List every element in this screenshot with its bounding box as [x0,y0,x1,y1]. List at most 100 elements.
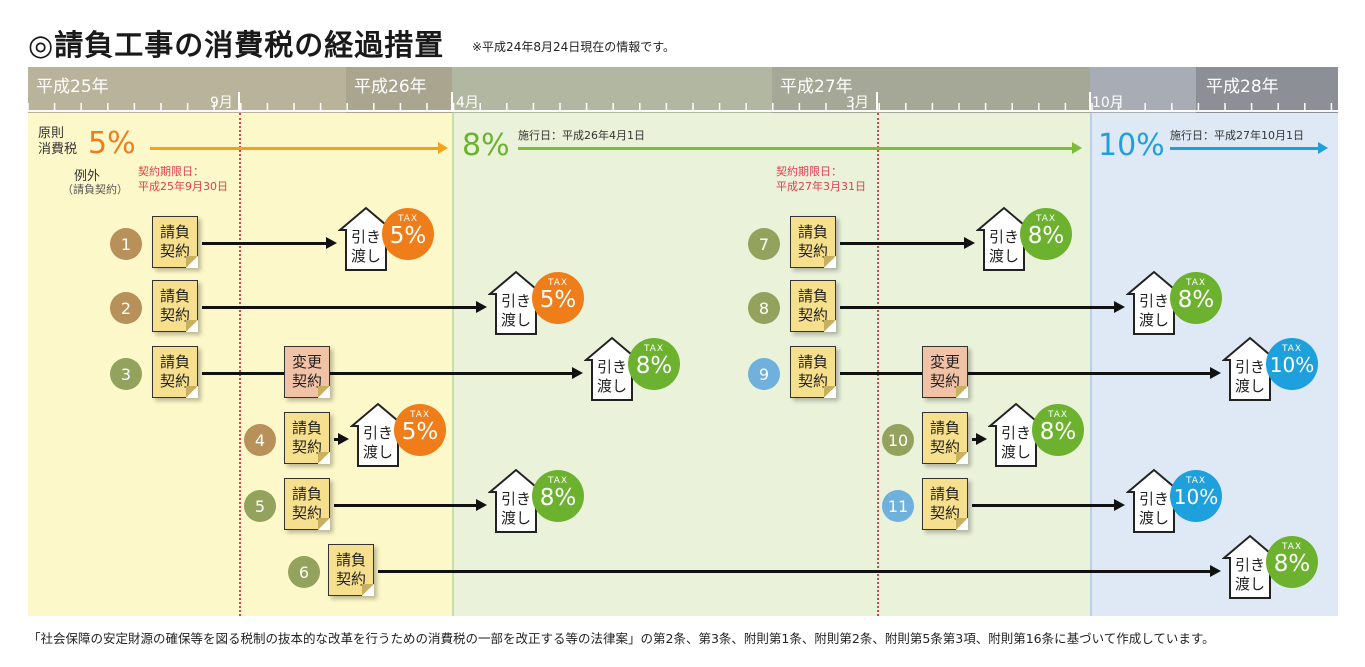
rate-10-label: 10% [1098,128,1165,163]
house-shape [988,402,1044,467]
month-label-apr: 4月 [456,95,479,111]
case-number-badge: 8 [748,292,780,324]
flow-arrow [378,565,1221,577]
text-line: 請負 [159,222,190,241]
text-line: 請負 [797,222,828,241]
text-line: 契約 [159,242,190,260]
tax-label: TAX [1185,476,1207,486]
tax-rate-value: 8% [1039,419,1077,445]
contract-label: 請負契約 [798,287,828,326]
text-line: 請負 [335,550,366,569]
text-line: 契約 [159,306,190,324]
text-line: 請負 [797,352,828,371]
case-number-badge: 9 [748,358,780,390]
contract-document: 請負契約 [152,346,198,398]
text-line: 渡し [988,246,1019,265]
delivery-house: 引き渡し [1222,336,1278,402]
text-line: 渡し [362,442,393,461]
tax-label: TAX [409,410,431,420]
case-number-badge: 11 [882,490,914,522]
rate-5-arrow [150,142,448,154]
deadline-1: 契約期限日： 平成25年9月30日 [138,164,228,195]
tax-label: TAX [397,214,419,224]
flow-arrow [334,499,487,511]
text-line: 契約 [335,570,366,588]
house-shape [488,468,544,533]
tax-label: TAX [547,476,569,486]
deadline-1-label: 契約期限日： [138,165,204,178]
tax-label: TAX [1281,344,1303,354]
tax-rate-value: 5% [389,223,427,249]
case-number-badge: 1 [110,228,142,260]
text-line: 引き [988,228,1019,246]
rate-8-label: 8% [462,128,510,163]
change-contract-document: 変更契約 [284,346,330,398]
contract-label: 請負契約 [292,419,322,458]
house-shape [976,206,1032,271]
rate-8-arrow [518,142,1082,154]
delivery-label: 引き渡し [350,424,406,462]
change-contract-document: 変更契約 [922,346,968,398]
contract-document: 請負契約 [790,280,836,332]
tax-label: TAX [643,344,665,354]
case-number-badge: 3 [110,358,142,390]
month-label-mar: 3月 [846,95,869,111]
tax-label: TAX [1047,410,1069,420]
tax-label: TAX [547,278,569,288]
text-line: 引き [1000,424,1031,442]
delivery-house: 引き渡し [350,402,406,468]
text-line: 渡し [1234,574,1265,593]
text-line: 渡し [1138,508,1169,527]
tax-label: TAX [1281,542,1303,552]
tax-label: TAX [1185,278,1207,288]
flow-arrow [840,301,1125,313]
year-label-h25: 平成25年 [36,77,109,97]
source-footnote: 「社会保障の安定財源の確保等を図る税制の抜本的な改革を行うための消費税の一部を改… [28,631,1215,646]
text-line: 契約 [797,372,828,390]
contract-label: 請負契約 [160,223,190,262]
house-shape [350,402,406,467]
contract-document: 請負契約 [922,478,968,530]
text-line: 契約 [929,372,960,390]
house-shape [1126,270,1182,335]
contract-label: 請負契約 [930,485,960,524]
contract-document: 請負契約 [790,216,836,268]
exception-label: 例外 [74,169,101,184]
contract-label: 請負契約 [798,353,828,392]
case-number-badge: 10 [882,424,914,456]
case-number-badge: 6 [288,556,320,588]
delivery-label: 引き渡し [488,490,544,528]
enforce-date-8: 施行日：平成26年4月1日 [518,129,645,142]
case-number-badge: 4 [244,424,276,456]
text-line: 渡し [500,508,531,527]
principle-label-line1: 原則 [38,126,65,141]
tax-rate-value: 8% [1177,287,1215,313]
year-label-h26: 平成26年 [354,77,427,97]
deadline-2-date: 平成27年3月31日 [776,180,866,194]
text-line: 渡し [1000,442,1031,461]
delivery-house: 引き渡し [584,336,640,402]
text-line: 引き [500,292,531,310]
text-line: 引き [596,358,627,376]
house-shape [488,270,544,335]
text-line: 請負 [159,352,190,371]
deadline-1-date: 平成25年9月30日 [138,180,228,194]
flow-arrow [840,367,1221,379]
year-band-h27b [1090,67,1196,113]
flow-arrow [334,433,349,445]
delivery-label: 引き渡し [1222,358,1278,396]
text-line: 請負 [291,418,322,437]
delivery-house: 引き渡し [1222,534,1278,600]
tax-rate-value: 8% [635,353,673,379]
delivery-label: 引き渡し [1222,556,1278,594]
text-line: 渡し [1138,310,1169,329]
delivery-label: 引き渡し [1126,292,1182,330]
flow-arrow [202,301,487,313]
